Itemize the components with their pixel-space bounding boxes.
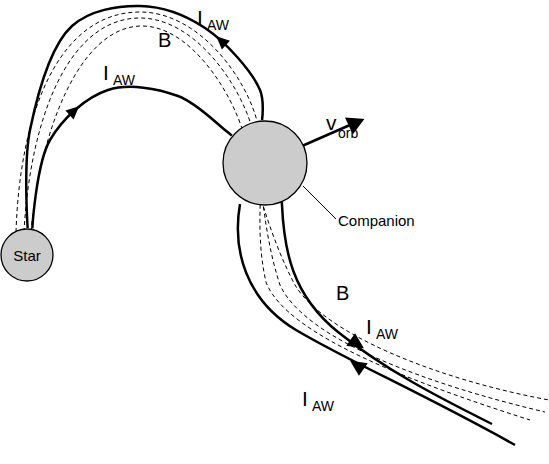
annotation-label: orb — [338, 126, 358, 140]
node-label: Companion — [338, 212, 415, 229]
arrow-head — [352, 362, 366, 374]
arrow-head — [348, 335, 362, 347]
annotation-label: I — [103, 62, 109, 83]
annotation-label: B — [158, 30, 171, 50]
companion-circle: Companion — [222, 120, 308, 206]
node-outline — [222, 120, 308, 206]
annotation-label: B — [336, 283, 349, 303]
current-line — [238, 204, 515, 445]
current-line — [282, 205, 492, 424]
annotation-label: v — [326, 112, 337, 133]
field-line — [31, 26, 549, 400]
leader-line — [303, 186, 336, 219]
current-connector — [26, 6, 263, 228]
annotation-label: AW — [312, 399, 334, 413]
current-connector — [32, 87, 232, 229]
annotation-label: I — [302, 388, 308, 409]
annotation-label: AW — [376, 327, 398, 341]
arrow-head — [65, 106, 79, 119]
node-circle — [223, 121, 307, 205]
star-circle: Star — [0, 228, 54, 282]
annotation-label: AW — [207, 18, 229, 32]
annotation-label: I — [197, 7, 203, 28]
arrow-head — [216, 36, 230, 49]
annotation-label: I — [366, 316, 372, 337]
node-label: Star — [13, 247, 41, 264]
field-line — [16, 12, 530, 420]
annotation-label: AW — [113, 73, 135, 87]
node-circle — [1, 229, 53, 281]
field-line — [24, 18, 545, 412]
